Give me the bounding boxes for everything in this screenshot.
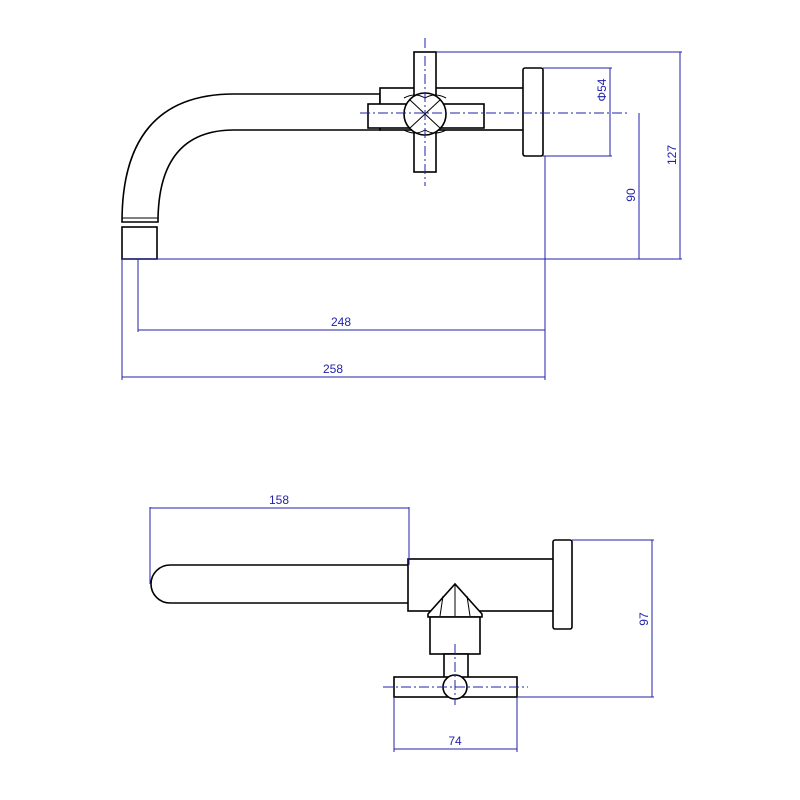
top-view-cone-facet-a — [439, 595, 444, 617]
dim-label-diameter: Φ54 — [595, 78, 609, 101]
dim-label-90: 90 — [624, 188, 638, 202]
dim-label-158: 158 — [269, 493, 289, 507]
top-view-spout — [150, 564, 410, 604]
dim-label-258: 258 — [323, 362, 343, 376]
dim-label-127: 127 — [665, 145, 679, 165]
side-view: 248 258 Φ54 90 127 — [121, 38, 682, 380]
dim-label-97: 97 — [637, 612, 651, 626]
dim-label-74: 74 — [448, 734, 462, 748]
top-view-cone-facet-c — [466, 595, 471, 617]
top-view-wall-flange — [552, 539, 573, 630]
dim-label-248: 248 — [331, 315, 351, 329]
top-view: 158 97 74 — [149, 493, 654, 752]
side-view-spout — [121, 93, 381, 223]
top-view-valve-body — [407, 558, 555, 612]
side-view-aerator — [121, 226, 158, 260]
side-view-wall-flange — [522, 67, 544, 157]
